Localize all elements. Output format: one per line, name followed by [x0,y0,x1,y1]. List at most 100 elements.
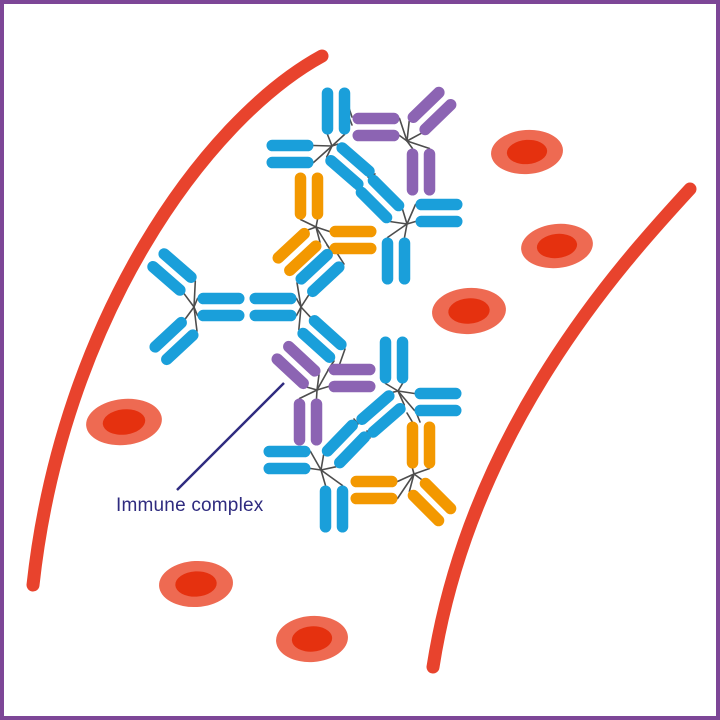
antibody-purple [271,340,376,446]
antibody-blue [356,336,462,438]
red-blood-cell [521,223,593,269]
antibody-domain-pair [406,148,436,196]
antibody-domain-pair [249,292,297,322]
antibody-domain-pair [352,112,400,142]
antibody-domain-bar [297,327,336,363]
antibody-domain-pair [271,340,321,390]
antibody-domain-bar [328,380,376,393]
antibody-orange [272,172,377,277]
antibody-domain-pair [407,86,457,136]
antibody-domain-pair [381,237,411,285]
antibody-domain-pair [294,172,324,220]
hinge-line [397,390,416,395]
antibody-domain-bar [415,198,463,211]
antibody-domain-bar [321,87,334,135]
hinge-line [312,144,333,147]
hinge-line [193,280,197,308]
hinge-line [331,143,339,147]
rbc-center [536,233,578,259]
antibody-domain-pair [414,387,462,417]
red-blood-cell [276,615,348,663]
antibody-domain-bar [350,492,398,505]
hinge-line [193,306,199,317]
antibody-purple [352,86,457,196]
antibody-domain-pair [293,398,323,446]
antibody-domain-bar [293,398,306,446]
antibody-domain-pair [297,315,347,363]
antibody-domain-pair [319,485,349,533]
hinge-line [413,473,423,481]
antibody-domain-bar [398,237,411,285]
antibody-domain-pair [321,87,351,135]
antibody-domain-bar [249,292,297,305]
antibody-domain-bar [379,336,392,384]
antibody-domain-pair [350,475,398,505]
antibody-domain-bar [352,129,400,142]
red-blood-cell [86,398,162,446]
antibody-domain-bar [338,87,351,135]
antibody-domain-bar [414,404,462,417]
hinge-line [396,473,415,483]
antibody-domain-pair [356,390,406,438]
hinge-line [406,220,417,225]
antibody-domain-bar [263,462,311,475]
antibody-domain-bar [355,186,393,224]
hinge-line [326,133,333,147]
antibody-domain-bar [311,172,324,220]
antibody-blue [249,248,347,363]
antibody-domain-bar [406,421,419,469]
antibody-domain-pair [295,248,345,298]
hinge-line [396,473,415,500]
hinge-line [406,140,414,150]
antibody-domain-bar [334,431,371,469]
hinge-line [315,218,319,228]
immune-complex-label: Immune complex [116,495,264,516]
antibody-domain-pair [379,336,409,384]
antibody-domain-bar [419,99,457,136]
rbc-center [291,626,333,652]
hinge-line [320,466,337,471]
hinge-line [406,132,422,142]
hinge-line [397,382,404,392]
antibody-domain-bar [367,403,406,438]
rbc-center [175,571,217,597]
antibody-domain-bar [419,477,457,515]
hinge-line [325,145,333,158]
antibody-domain-bar [423,148,436,196]
antibody-domain-pair [407,477,457,527]
antibody-domain-bar [352,112,400,125]
antibody-domain-bar [367,174,405,212]
antibody-domain-bar [381,237,394,285]
hinge-line [406,140,431,150]
antibody-domain-bar [415,215,463,228]
antibody-domain-pair [272,227,322,277]
antibody-domain-bar [294,172,307,220]
antibody-domain-pair [325,142,375,190]
vessel-wall-left [26,49,329,592]
antibody-domain-bar [147,261,186,296]
hinge-line [403,223,408,239]
hinge-line [398,117,408,142]
antibody-domain-bar [329,225,377,238]
vessel-wall-right [426,182,697,674]
antibody-domain-bar [321,419,358,457]
hinge-line [401,208,408,225]
hinge-line [389,220,408,225]
bond-line [406,412,414,424]
antibody-orange [350,421,457,527]
antibody-domain-bar [283,340,321,377]
antibody-domain-bar [336,142,375,177]
hinge-line [312,145,333,164]
antibody-blue [266,87,375,190]
antibody-domain-pair [321,419,371,469]
hinge-line [320,469,344,487]
antibody-domain-bar [414,387,462,400]
hinge-line [306,386,318,391]
hinge-line [331,133,346,147]
hinge-line [315,226,331,250]
hinge-line [193,306,198,332]
hinge-line [392,390,399,393]
antibody-domain-bar [396,336,409,384]
antibody-domain-bar [266,156,314,169]
